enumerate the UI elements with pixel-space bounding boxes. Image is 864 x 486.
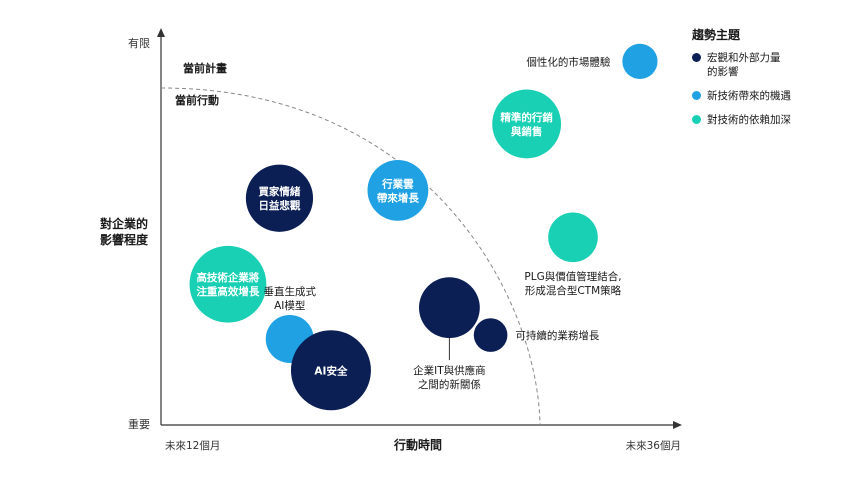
bubble-0[interactable]: 買家情緒日益悲觀: [245, 164, 314, 232]
legend-label: 新技術帶來的機遇: [707, 90, 791, 102]
bubble-label-line: 形成混合型CTM策略: [525, 284, 622, 297]
bubble-7[interactable]: 精準的行銷與銷售: [492, 89, 562, 159]
bubble-label-line: 注重高效增長: [196, 285, 259, 298]
y-axis-label: 對企業的影響程度: [100, 216, 149, 247]
current-action-boundary-curve: [160, 87, 541, 426]
bubble-label-line: 日益悲觀: [258, 199, 300, 212]
bubble-label-line: 企業IT與供應商: [413, 364, 486, 377]
legend-swatch: [692, 53, 701, 62]
y-tick-top: 有限: [128, 36, 150, 50]
axes: [157, 28, 682, 429]
region-label-0-line: 當前計畫: [183, 61, 227, 75]
bubble-circle[interactable]: [245, 164, 314, 232]
bubble-label-line: 可持續的業務增長: [515, 329, 599, 342]
bubble-label-line: 高技術企業將: [196, 271, 259, 284]
legend-item-0: 宏觀和外部力量 的影響: [692, 51, 862, 79]
bubble-9[interactable]: 個性化的市場體驗: [526, 43, 658, 79]
bubble-label-line: 之間的新關係: [418, 378, 481, 391]
bubble-circle[interactable]: [492, 89, 562, 159]
bubble-circle[interactable]: [419, 277, 480, 339]
x-tick-end: 未來36個月: [626, 439, 681, 452]
y-axis-label-text-line: 影響程度: [100, 232, 149, 247]
bubble-label-line: 精準的行銷: [500, 111, 553, 124]
legend-items: 宏觀和外部力量 的影響新技術帶來的機遇對技術的依賴加深: [692, 51, 862, 127]
legend: 趨勢主題 宏觀和外部力量 的影響新技術帶來的機遇對技術的依賴加深: [692, 26, 862, 137]
bubble-8[interactable]: PLG與價值管理結合,形成混合型CTM策略: [524, 212, 622, 298]
y-axis-label-text-line: 對企業的: [100, 216, 148, 231]
bubble-label-line: 帶來增長: [377, 191, 419, 204]
bubble-label-line: AI模型: [274, 299, 305, 312]
y-axis-arrow: [157, 28, 165, 37]
bubble-circle[interactable]: [189, 245, 267, 323]
x-axis-arrow: [673, 421, 682, 429]
bubble-circle[interactable]: [473, 318, 508, 352]
bubble-label-line: PLG與價值管理結合,: [524, 270, 621, 283]
bubble-label: 企業IT與供應商之間的新關係: [413, 364, 486, 391]
x-axis-label: 行動時間: [393, 437, 442, 452]
bubble-label: 行業雲帶來增長: [377, 177, 419, 204]
legend-label: 宏觀和外部力量 的影響: [707, 52, 781, 78]
bubble-label-line: 買家情緒: [258, 185, 300, 198]
legend-label: 對技術的依賴加深: [707, 114, 791, 126]
bubble-label: 高技術企業將注重高效增長: [196, 271, 259, 298]
legend-item-1: 新技術帶來的機遇: [692, 89, 862, 103]
legend-title: 趨勢主題: [692, 28, 741, 42]
bubble-label: 精準的行銷與銷售: [500, 111, 553, 138]
bubble-circle[interactable]: [548, 212, 598, 263]
y-axis-label-text: 對企業的影響程度: [100, 216, 149, 247]
bubble-label: 可持續的業務增長: [515, 329, 599, 342]
bubble-5[interactable]: 企業IT與供應商之間的新關係: [413, 277, 486, 391]
bubble-label: PLG與價值管理結合,形成混合型CTM策略: [524, 270, 621, 297]
bubble-label-line: 行業雲: [381, 177, 414, 190]
bubble-label-line: 垂直生成式: [264, 285, 317, 298]
bubble-1[interactable]: 高技術企業將注重高效增長: [189, 245, 267, 323]
region-label-0: 當前計畫: [183, 61, 227, 75]
legend-swatch: [692, 91, 701, 100]
bubble-circle[interactable]: [622, 43, 658, 79]
bubble-label: 買家情緒日益悲觀: [258, 185, 300, 212]
bubble-3[interactable]: AI安全: [290, 330, 371, 411]
legend-swatch: [692, 115, 701, 124]
bubble-label-line: 個性化的市場體驗: [526, 55, 610, 68]
bubble-label: AI安全: [314, 364, 348, 377]
legend-item-2: 對技術的依賴加深: [692, 113, 862, 127]
bubble-4[interactable]: 行業雲帶來增長: [367, 160, 429, 221]
region-label-1: 當前行動: [175, 93, 219, 107]
bubble-label-line: 與銷售: [511, 125, 543, 138]
bubble-circle[interactable]: [290, 330, 371, 411]
x-tick-start: 未來12個月: [165, 439, 220, 452]
bubble-label: 個性化的市場體驗: [526, 55, 610, 68]
bubble-circle[interactable]: [367, 160, 429, 221]
region-label-1-line: 當前行動: [175, 93, 219, 107]
bubble-6[interactable]: 可持續的業務增長: [473, 318, 600, 352]
bubble-label-line: AI安全: [314, 364, 348, 377]
y-tick-bottom: 重要: [128, 417, 150, 431]
